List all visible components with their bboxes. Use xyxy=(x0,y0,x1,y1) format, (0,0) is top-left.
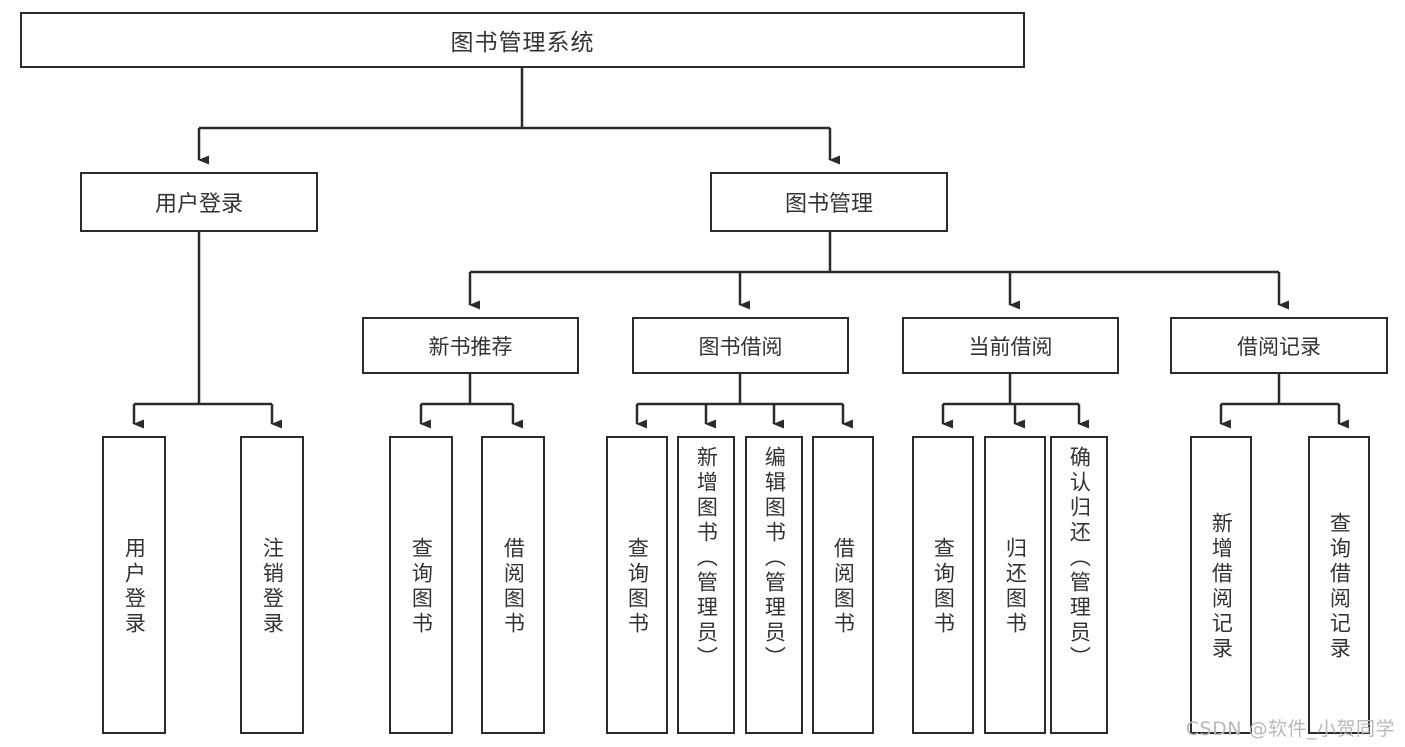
node-leaf-query-book-2-label: 查询图书 xyxy=(625,537,650,637)
node-current-borrow-label: 当前借阅 xyxy=(968,334,1053,359)
node-leaf-add-record[interactable]: 新增借阅记录 xyxy=(1190,436,1252,734)
node-leaf-add-book-label: 新增图书（管理员） xyxy=(694,446,719,671)
node-new-book-rec[interactable]: 新书推荐 xyxy=(362,317,579,374)
node-leaf-borrow-book-1[interactable]: 借阅图书 xyxy=(481,436,545,734)
node-user-login[interactable]: 用户登录 xyxy=(80,172,318,232)
node-leaf-borrow-book-2-label: 借阅图书 xyxy=(831,537,856,637)
node-leaf-confirm-return-label: 确认归还（管理员） xyxy=(1067,446,1092,671)
node-leaf-query-record[interactable]: 查询借阅记录 xyxy=(1308,436,1370,734)
node-leaf-logout-label: 注销登录 xyxy=(260,537,285,637)
node-leaf-query-book-3-label: 查询图书 xyxy=(931,537,956,637)
node-leaf-borrow-book-1-label: 借阅图书 xyxy=(501,537,526,637)
node-new-book-rec-label: 新书推荐 xyxy=(428,334,513,359)
node-borrow-record-label: 借阅记录 xyxy=(1237,334,1321,359)
node-leaf-user-login[interactable]: 用户登录 xyxy=(102,436,166,734)
node-book-borrow[interactable]: 图书借阅 xyxy=(632,317,849,374)
node-borrow-record[interactable]: 借阅记录 xyxy=(1170,317,1388,374)
node-leaf-return-book-label: 归还图书 xyxy=(1003,537,1028,637)
node-leaf-query-record-label: 查询借阅记录 xyxy=(1327,512,1352,662)
node-leaf-edit-book[interactable]: 编辑图书（管理员） xyxy=(745,436,803,734)
node-book-manage-label: 图书管理 xyxy=(784,192,873,217)
node-leaf-add-book[interactable]: 新增图书（管理员） xyxy=(677,436,735,734)
csdn-watermark: CSDN @软件_小贺同学 xyxy=(1185,718,1395,740)
node-root-label: 图书管理系统 xyxy=(450,30,595,56)
node-leaf-query-book-2[interactable]: 查询图书 xyxy=(606,436,668,734)
node-leaf-confirm-return[interactable]: 确认归还（管理员） xyxy=(1050,436,1108,734)
node-leaf-logout[interactable]: 注销登录 xyxy=(240,436,304,734)
node-leaf-query-book-3[interactable]: 查询图书 xyxy=(912,436,974,734)
node-leaf-add-record-label: 新增借阅记录 xyxy=(1209,512,1234,662)
node-leaf-user-login-label: 用户登录 xyxy=(122,537,147,637)
node-current-borrow[interactable]: 当前借阅 xyxy=(902,317,1119,374)
node-leaf-query-book-1-label: 查询图书 xyxy=(409,537,434,637)
node-leaf-query-book-1[interactable]: 查询图书 xyxy=(389,436,453,734)
node-leaf-borrow-book-2[interactable]: 借阅图书 xyxy=(812,436,874,734)
node-book-borrow-label: 图书借阅 xyxy=(698,334,783,359)
node-book-manage[interactable]: 图书管理 xyxy=(710,172,948,232)
node-root[interactable]: 图书管理系统 xyxy=(20,12,1025,68)
node-leaf-return-book[interactable]: 归还图书 xyxy=(984,436,1046,734)
node-user-login-label: 用户登录 xyxy=(154,192,243,217)
node-leaf-edit-book-label: 编辑图书（管理员） xyxy=(762,446,787,671)
